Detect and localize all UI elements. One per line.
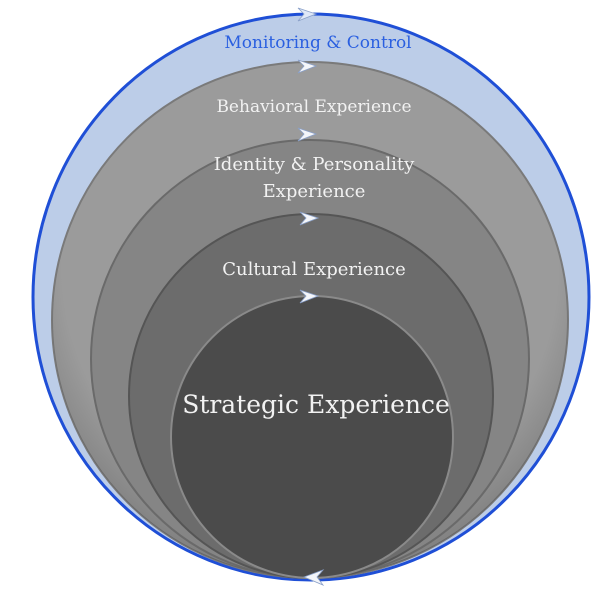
- layer-strategic: [170, 295, 454, 579]
- chevron-left-icon: [302, 569, 325, 586]
- label-identity-personality: Identity & Personality: [214, 154, 415, 175]
- label-strategic-experience: Strategic Experience: [182, 390, 450, 419]
- chevron-right-icon: [297, 59, 318, 74]
- chevron-right-icon: [299, 289, 320, 304]
- chevron-right-icon: [297, 127, 318, 142]
- chevron-right-icon: [299, 211, 320, 226]
- label-behavioral-experience: Behavioral Experience: [216, 97, 411, 117]
- label-monitoring-control: Monitoring & Control: [224, 33, 411, 53]
- label-cultural-experience: Cultural Experience: [222, 259, 406, 280]
- chevron-right-icon: [297, 7, 318, 22]
- label-identity-experience: Experience: [263, 181, 366, 202]
